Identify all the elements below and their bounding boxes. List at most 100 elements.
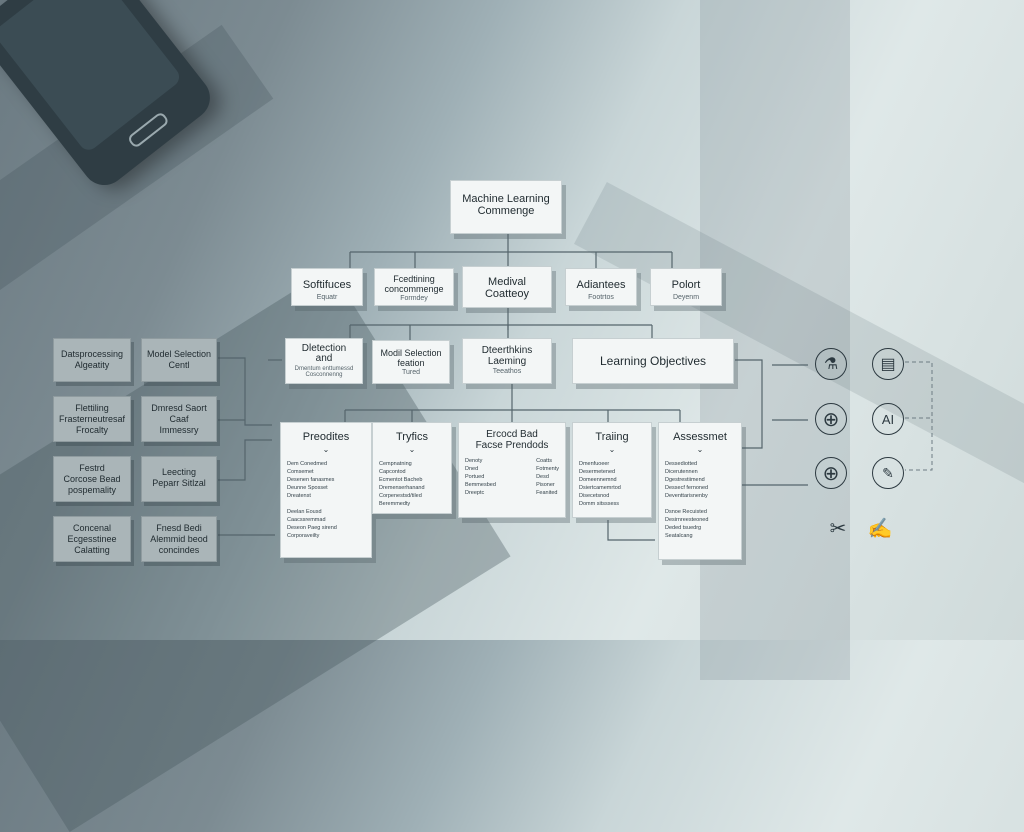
side-node-title: Flettiling Frasterneutresaf Frocalty bbox=[58, 403, 126, 435]
side-node: Festrd Corcose Bead pospemality bbox=[53, 456, 131, 502]
column-title: Ercocd Bad Facse Prendods bbox=[475, 429, 549, 451]
globe-icon-glyph: ⊕ bbox=[822, 408, 840, 431]
list-item: Cempnatning bbox=[379, 461, 412, 467]
list-item: Corporaveilty bbox=[287, 533, 320, 539]
list-item: Seatalcang bbox=[665, 533, 693, 539]
document-edit-icon-glyph: ✍ bbox=[867, 517, 893, 540]
list-item: Dmenfuoeer bbox=[579, 461, 610, 467]
column-title: Preodites bbox=[302, 431, 350, 443]
list-item: Dsnoe Recuisted bbox=[665, 509, 707, 515]
ticket-icon: ✎ bbox=[872, 457, 904, 489]
list-item: Dgestrestiimend bbox=[665, 477, 705, 483]
side-node: Dmresd Saort Caaf Immessry bbox=[141, 396, 217, 442]
list-item: Ecmentot Bacheb bbox=[379, 477, 423, 483]
flask-icon-glyph: ⚗ bbox=[823, 356, 839, 373]
node-title: Medival Coatteoy bbox=[484, 276, 530, 300]
list-item: Disecetsnod bbox=[579, 493, 610, 499]
node-row1: Softifuces Equatr bbox=[291, 268, 363, 306]
root-subtitle: Commenge bbox=[477, 205, 535, 217]
list-item: Desermetened bbox=[579, 469, 616, 475]
tools-icon-glyph: ✂ bbox=[829, 517, 847, 540]
document-edit-icon: ✍ bbox=[864, 512, 896, 544]
node-subtitle: Dmentum enttumessd Cosconnenng bbox=[294, 366, 354, 378]
side-node-title: Dmresd Saort Caaf Immessry bbox=[151, 403, 207, 435]
side-node-title: Concenal Ecgesstinee Calatting bbox=[67, 523, 117, 555]
side-node: Concenal Ecgesstinee Calatting bbox=[53, 516, 131, 562]
globe-icon-2: ⊕ bbox=[815, 457, 847, 489]
list-item bbox=[665, 500, 735, 508]
list-item: Dreatenst bbox=[287, 493, 311, 499]
node-subtitle: Formdey bbox=[400, 295, 428, 302]
node-subtitle: Footrtos bbox=[588, 294, 614, 301]
flask-icon: ⚗ bbox=[815, 348, 847, 380]
list-item: Deunne Sposset bbox=[287, 485, 328, 491]
side-node-title: Fnesd Bedi Alemmid beod concindes bbox=[150, 523, 208, 555]
list-item: Dremenserhanand bbox=[379, 485, 425, 491]
node-row1: Adiantees Footrtos bbox=[565, 268, 637, 306]
node-title: Modil Selection feation bbox=[380, 348, 442, 368]
side-node: Fnesd Bedi Alemmid beod concindes bbox=[141, 516, 217, 562]
globe-icon: ⊕ bbox=[815, 403, 847, 435]
node-title: Polort bbox=[671, 279, 701, 291]
node-subtitle: Equatr bbox=[316, 294, 338, 301]
side-node: Leecting Peparr Sitlzal bbox=[141, 456, 217, 502]
side-node: Datsprocessing Algeatity bbox=[53, 338, 131, 382]
list-item: Capcontod bbox=[379, 469, 406, 475]
list-item: Dessecf fernoned bbox=[665, 485, 709, 491]
node-row1: Fcedtining concommenge Formdey bbox=[374, 268, 454, 306]
list-item: Bemmesbed bbox=[465, 482, 496, 488]
column-card: Assessmet ⌄ Dessediotted Dicerutennen Dg… bbox=[658, 422, 742, 560]
node-row2: Dteerthkins Laeming Teeathos bbox=[462, 338, 552, 384]
list-item: Deseon Paeg sirend bbox=[287, 525, 337, 531]
list-item: Pisoner bbox=[536, 482, 555, 488]
ticket-icon-glyph: ✎ bbox=[882, 464, 894, 481]
node-learning-objectives: Learning Objectives bbox=[572, 338, 734, 384]
presentation-icon: ▤ bbox=[872, 348, 904, 380]
list-item: Fotmenty bbox=[536, 466, 559, 472]
node-row2: Dletection and Dmentum enttumessd Coscon… bbox=[285, 338, 363, 384]
globe-icon-glyph: ⊕ bbox=[822, 462, 840, 485]
column-title: Tryfics bbox=[396, 431, 428, 443]
column-title: Assessmet bbox=[673, 431, 727, 443]
node-title: Fcedtining concommenge bbox=[384, 274, 444, 294]
list-item: Portued bbox=[465, 474, 485, 480]
node-title: Adiantees bbox=[576, 279, 626, 291]
side-node: Flettiling Frasterneutresaf Frocalty bbox=[53, 396, 131, 442]
root-title: Machine Learning bbox=[462, 193, 550, 205]
side-node: Model Selection Centl bbox=[141, 338, 217, 382]
node-row1: Medival Coatteoy bbox=[462, 266, 552, 308]
list-item: Dessediotted bbox=[665, 461, 698, 467]
list-item: Deventtarisnenby bbox=[665, 493, 708, 499]
list-item: Feanited bbox=[536, 490, 558, 496]
column-card: Ercocd Bad Facse Prendods Denoty Dned Po… bbox=[458, 422, 566, 518]
list-item: Denoty bbox=[465, 458, 483, 464]
list-item: Desenen fanasmes bbox=[287, 477, 335, 483]
list-item: Beremmedty bbox=[379, 501, 411, 507]
list-item: Coatts bbox=[536, 458, 552, 464]
node-title: Learning Objectives bbox=[599, 354, 707, 368]
ai-icon-glyph: AI bbox=[881, 411, 895, 427]
node-subtitle: Tured bbox=[401, 369, 421, 376]
list-item: Desirnreesteoned bbox=[665, 517, 709, 523]
node-title: Dletection and bbox=[301, 343, 347, 364]
list-item: Deded tsuedrg bbox=[665, 525, 702, 531]
node-subtitle: Teeathos bbox=[492, 368, 522, 375]
side-node-title: Datsprocessing Algeatity bbox=[60, 349, 124, 370]
column-card: Traiing ⌄ Dmenfuoeer Desermetened Domeen… bbox=[572, 422, 652, 518]
tools-icon: ✂ bbox=[822, 512, 854, 544]
connector-lines bbox=[218, 234, 933, 541]
list-item: Domeennemnd bbox=[579, 477, 617, 483]
chevron-down-icon: ⌄ bbox=[696, 445, 704, 454]
side-node-title: Festrd Corcose Bead pospemality bbox=[63, 463, 121, 495]
node-title: Softifuces bbox=[302, 279, 352, 291]
column-title: Traiing bbox=[595, 431, 629, 443]
column-card: Preodites ⌄ Dem Conedmed Comsemet Desene… bbox=[280, 422, 372, 558]
list-item: Dreeptc bbox=[465, 490, 485, 496]
list-item bbox=[287, 500, 365, 508]
ai-icon: AI bbox=[872, 403, 904, 435]
list-item: Domm sitsssess bbox=[579, 501, 620, 507]
node-row2: Modil Selection feation Tured bbox=[372, 340, 450, 384]
node-subtitle: Deyenm bbox=[672, 294, 700, 301]
chevron-down-icon: ⌄ bbox=[408, 445, 416, 454]
side-node-title: Model Selection Centl bbox=[146, 349, 212, 370]
